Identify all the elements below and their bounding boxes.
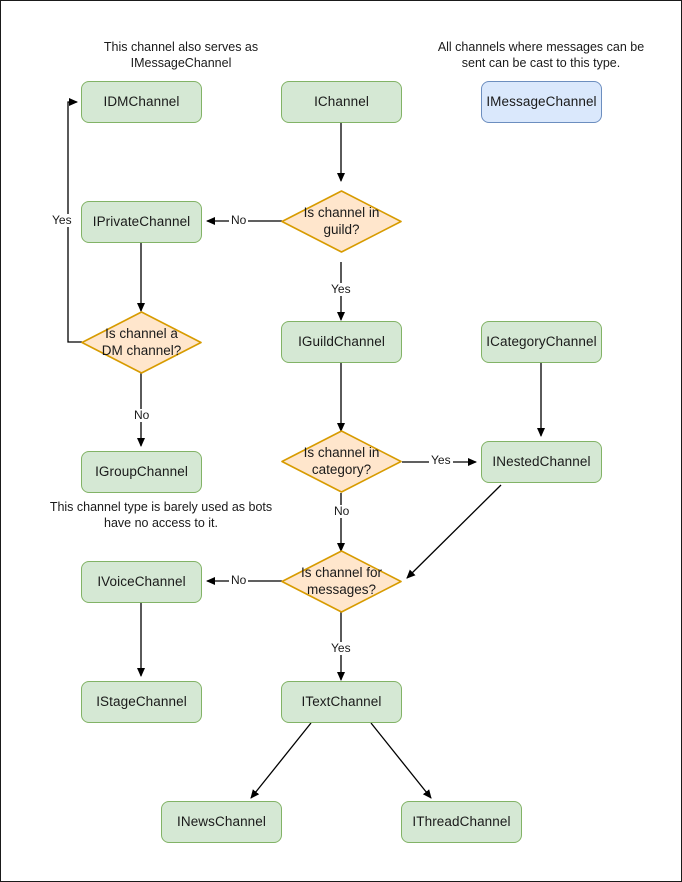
node-ithreadchannel[interactable]: IThreadChannel xyxy=(401,801,522,843)
decision-line-1: Is channel in xyxy=(303,444,380,460)
edge-label-guild-yes: Yes xyxy=(329,282,353,297)
edge-label-dm-no: No xyxy=(132,408,152,423)
node-itextchannel[interactable]: ITextChannel xyxy=(281,681,402,723)
diamond-shape xyxy=(81,311,202,374)
diamond-shape xyxy=(281,550,402,613)
decision-line-2: guild? xyxy=(323,221,360,237)
node-iprivatechannel[interactable]: IPrivateChannel xyxy=(81,201,202,243)
edge-label-guild-no: No xyxy=(229,213,249,228)
edge-itextchannel-to-inewschannel xyxy=(250,722,312,799)
decision-label: Is channel in guild? xyxy=(281,190,402,253)
node-istagechannel[interactable]: IStageChannel xyxy=(81,681,202,723)
edge-label-dm-yes: Yes xyxy=(50,213,74,228)
decision-label: Is channel a DM channel? xyxy=(81,311,202,374)
decision-line-2: DM channel? xyxy=(101,342,182,358)
decision-line-1: Is channel in xyxy=(303,204,380,220)
decision-label: Is channel in category? xyxy=(281,430,402,493)
node-icategorychannel[interactable]: ICategoryChannel xyxy=(481,321,602,363)
decision-is-channel-a-dm-channel[interactable]: Is channel a DM channel? xyxy=(81,311,202,374)
node-inestedchannel[interactable]: INestedChannel xyxy=(481,441,602,483)
decision-line-1: Is channel for xyxy=(300,564,383,580)
edge-itextchannel-to-ithreadchannel xyxy=(370,722,432,799)
node-ivoicechannel[interactable]: IVoiceChannel xyxy=(81,561,202,603)
note-dm-channel: This channel also serves as IMessageChan… xyxy=(103,40,259,71)
edge-label-messages-no: No xyxy=(229,573,249,588)
note-message-channel: All channels where messages can be sent … xyxy=(437,40,645,71)
edge-inestedchannel-to-isformessages xyxy=(406,484,502,579)
decision-line-2: messages? xyxy=(306,581,377,597)
decision-is-channel-for-messages[interactable]: Is channel for messages? xyxy=(281,550,402,613)
edge-label-category-no: No xyxy=(332,504,352,519)
edge-label-messages-yes: Yes xyxy=(329,641,353,656)
node-iguildchannel[interactable]: IGuildChannel xyxy=(281,321,402,363)
decision-line-2: category? xyxy=(311,461,372,477)
decision-is-channel-in-category[interactable]: Is channel in category? xyxy=(281,430,402,493)
diamond-shape xyxy=(281,430,402,493)
edge-label-category-yes: Yes xyxy=(429,453,453,468)
decision-line-1: Is channel a xyxy=(105,325,178,341)
decision-label: Is channel for messages? xyxy=(281,550,402,613)
decision-is-channel-in-guild[interactable]: Is channel in guild? xyxy=(281,190,402,253)
node-imessagechannel[interactable]: IMessageChannel xyxy=(481,81,602,123)
node-ichannel[interactable]: IChannel xyxy=(281,81,402,123)
diamond-shape xyxy=(281,190,402,253)
note-group-channel: This channel type is barely used as bots… xyxy=(49,500,273,531)
node-idmchannel[interactable]: IDMChannel xyxy=(81,81,202,123)
node-inewschannel[interactable]: INewsChannel xyxy=(161,801,282,843)
node-igroupchannel[interactable]: IGroupChannel xyxy=(81,451,202,493)
